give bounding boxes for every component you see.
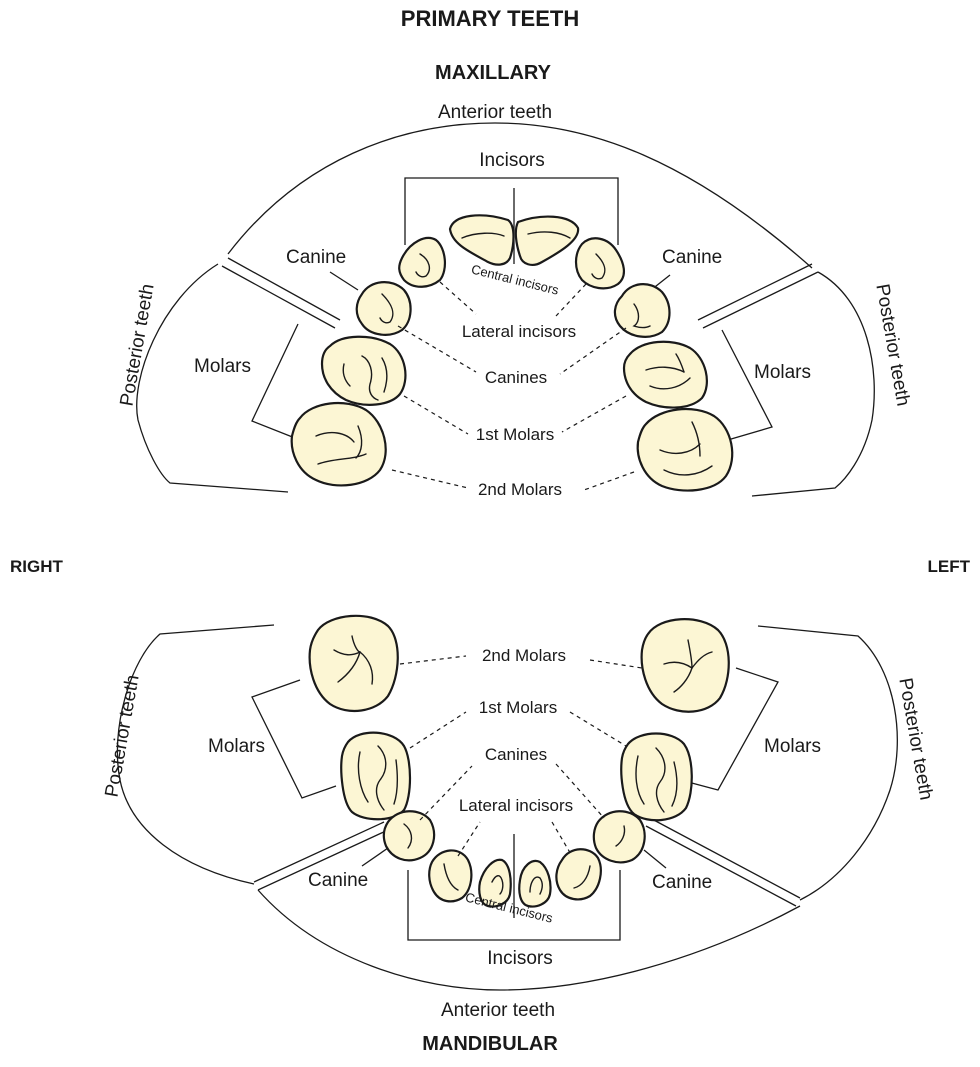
mand-canine-left-leader	[643, 849, 667, 869]
max-anterior-teeth-label: Anterior teeth	[438, 102, 552, 123]
max-second-molars-label: 2nd Molars	[478, 480, 562, 499]
mand-molars-left-label: Molars	[764, 736, 821, 757]
mand-tooth-lateral-incisor-right-2	[555, 848, 602, 901]
max-canines-label: Canines	[485, 368, 547, 387]
mand-second-molars-label: 2nd Molars	[482, 646, 566, 665]
max-separator-left	[697, 263, 819, 329]
max-tooth-lateral-incisor-left	[574, 237, 625, 290]
mand-tooth-second-molar-left	[640, 618, 730, 713]
mand-canine-left-label: Canine	[652, 872, 712, 893]
mandibular-heading: MANDIBULAR	[422, 1033, 558, 1055]
mand-canine-right-leader	[361, 847, 389, 867]
max-tooth-first-molar-right	[320, 335, 407, 406]
mand-tooth-canine-right	[382, 810, 436, 862]
mand-tooth-first-molar-right	[340, 731, 412, 821]
mand-lateral-incisors-label: Lateral incisors	[459, 796, 573, 815]
max-posterior-arc-right	[136, 263, 289, 493]
mand-canine-right-label: Canine	[308, 870, 368, 891]
max-posterior-teeth-left-label: Posterior teeth	[871, 282, 913, 407]
max-tooth-canine-right	[355, 281, 412, 336]
mand-posterior-arc-right	[116, 624, 275, 885]
max-central-incisors-label: Central incisors	[470, 262, 561, 298]
max-tooth-central-incisor-left	[514, 215, 580, 266]
max-tooth-second-molar-left	[636, 408, 734, 492]
max-lateral-incisors-label: Lateral incisors	[462, 322, 576, 341]
max-tooth-second-molar-right	[290, 402, 387, 487]
max-incisors-label: Incisors	[479, 150, 544, 171]
max-first-molars-label: 1st Molars	[476, 425, 554, 444]
max-molars-left-label: Molars	[754, 362, 811, 383]
max-molars-right-label: Molars	[194, 356, 251, 377]
mand-posterior-arc-left	[757, 625, 898, 901]
mand-dashed-leaders	[399, 655, 643, 857]
max-molars-left-bracket	[713, 329, 773, 445]
max-separator-right	[221, 257, 341, 329]
mand-posterior-teeth-left-label: Posterior teeth	[894, 676, 936, 801]
mand-tooth-first-molar-left	[620, 732, 693, 822]
mand-posterior-teeth-right-label: Posterior teeth	[102, 673, 144, 798]
max-tooth-canine-left	[613, 283, 671, 338]
maxillary-arch: Anterior teeth Posterior teeth Posterior…	[117, 102, 914, 499]
max-tooth-lateral-incisor-right	[398, 236, 446, 288]
mand-canines-label: Canines	[485, 745, 547, 764]
max-dashed-leaders	[391, 281, 635, 491]
mandibular-arch: Anterior teeth Posterior teeth Posterior…	[102, 614, 936, 1021]
mand-molars-left-bracket	[687, 667, 779, 791]
diagram-title: PRIMARY TEETH	[401, 6, 579, 31]
mand-tooth-central-incisor-left	[518, 859, 552, 908]
max-canine-right-leader	[329, 271, 359, 291]
right-side-label: RIGHT	[10, 557, 64, 576]
mand-incisors-label: Incisors	[487, 948, 552, 969]
max-incisors-bracket	[404, 177, 619, 245]
mand-molars-right-label: Molars	[208, 736, 265, 757]
max-tooth-central-incisor-right	[448, 214, 515, 266]
mand-incisors-bracket	[407, 870, 621, 941]
mand-anterior-arc	[257, 889, 801, 991]
mand-tooth-central-incisor-right	[478, 858, 512, 908]
mand-first-molars-label: 1st Molars	[479, 698, 557, 717]
mand-molars-right-bracket	[251, 679, 337, 799]
max-posterior-teeth-right-label: Posterior teeth	[117, 282, 159, 407]
mand-tooth-lateral-incisor-right	[428, 849, 473, 903]
mand-separator-left	[645, 817, 801, 907]
max-canine-right-label: Canine	[286, 247, 346, 268]
max-tooth-first-molar-left	[622, 340, 708, 409]
mand-tooth-second-molar-right	[308, 614, 399, 712]
max-molars-right-bracket	[251, 323, 301, 441]
max-posterior-arc-left	[751, 271, 875, 497]
max-anterior-arc	[227, 122, 813, 269]
max-canine-left-label: Canine	[662, 247, 722, 268]
mand-tooth-canine-left	[592, 810, 646, 864]
mand-anterior-teeth-label: Anterior teeth	[441, 1000, 555, 1021]
maxillary-heading: MAXILLARY	[435, 62, 552, 84]
mand-separator-right	[253, 821, 389, 891]
left-side-label: LEFT	[928, 557, 971, 576]
